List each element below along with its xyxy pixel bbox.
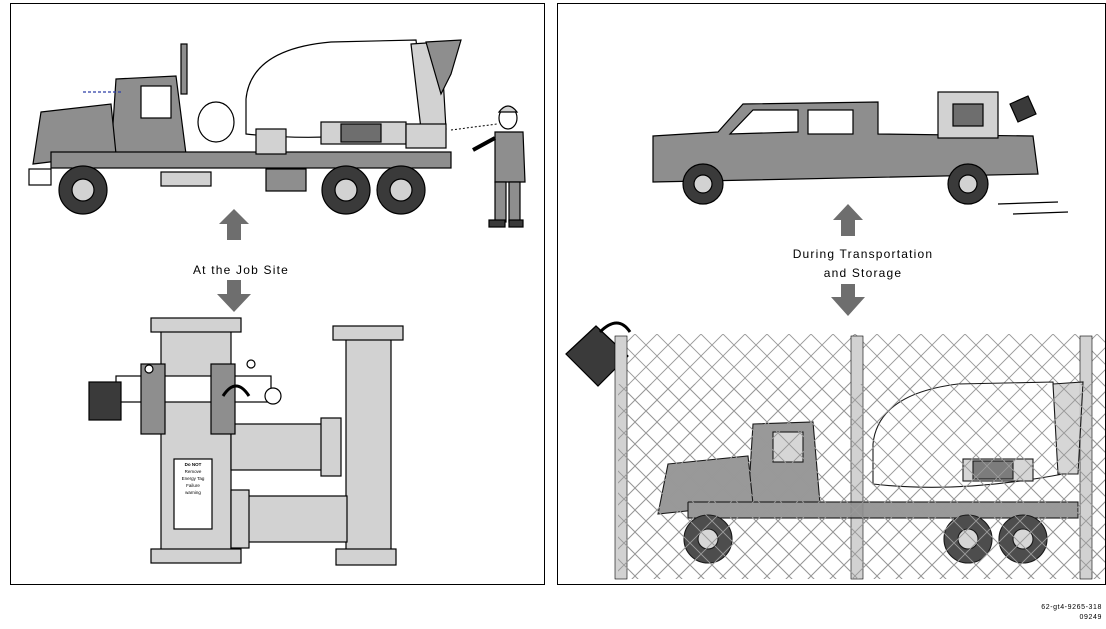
- arrow-down-icon: [831, 284, 865, 316]
- figure-id-line-2: 09249: [1079, 614, 1102, 621]
- danger-tag: Do NOT Remove Energy Tag Failure warning: [175, 461, 211, 496]
- arrow-down-icon: [217, 280, 251, 312]
- danger-tag-line: Energy Tag: [181, 476, 205, 481]
- danger-tag-line: Failure: [186, 483, 200, 488]
- transport-caption-line-1: During Transportation: [792, 247, 934, 261]
- transport-storage-illustration: [565, 91, 1105, 580]
- locked-valve-assembly: [88, 317, 404, 566]
- fence-overlay: [618, 384, 1105, 579]
- danger-tag-line: Do NOT: [184, 462, 202, 467]
- danger-tag-line: Remove: [184, 469, 202, 474]
- danger-tag-line: warning: [185, 490, 201, 495]
- job-site-panel: Do NOT Remove Energy Tag Failure warning…: [10, 3, 545, 585]
- transport-storage-panel: During Transportation and Storage: [557, 3, 1106, 585]
- figure-id-line-1: 62-gt4-9265-318: [1041, 604, 1102, 611]
- concrete-mixer-truck: [28, 39, 462, 215]
- transport-caption-line-2: and Storage: [823, 266, 903, 280]
- pickup-truck: [652, 91, 1069, 215]
- arrow-up-icon: [833, 204, 863, 236]
- job-site-illustration: [28, 39, 526, 566]
- sightline: [450, 123, 498, 131]
- worker-figure: [472, 105, 526, 228]
- arrow-up-icon: [219, 209, 249, 240]
- job-site-caption: At the Job Site: [192, 263, 290, 277]
